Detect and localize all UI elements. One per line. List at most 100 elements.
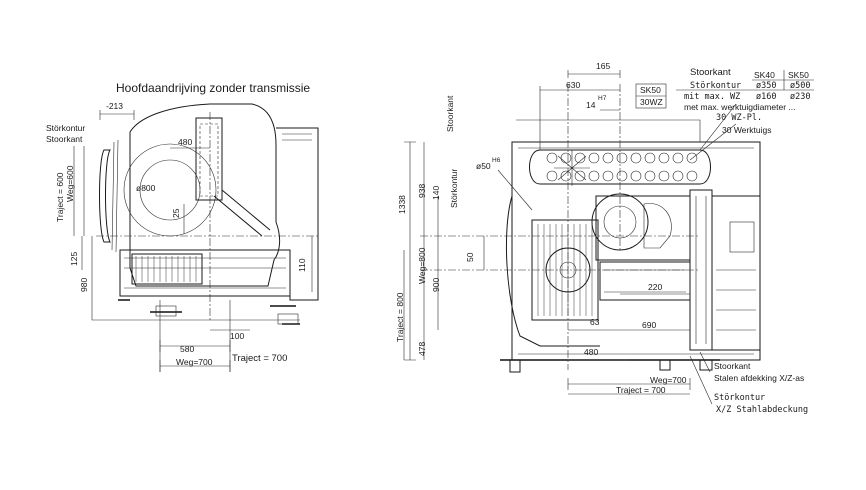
left-turret-hatch [135,256,197,282]
left-dim-980 [91,236,300,321]
left-rear-frame-inner [282,133,312,141]
left-foot-box-2 [277,313,299,325]
left-dim-100-label: 100 [230,331,245,341]
right-bottom-stahl: X/Z Stahlabdeckung [716,405,809,415]
right-carriage [599,261,691,301]
right-spec-row1-sk50: ø500 [790,81,811,91]
right-spec-row3: met max. werktuigdiameter ... [684,102,796,112]
right-spec-row2-sk50: ø230 [790,92,811,102]
right-dim-478-label: 478 [417,341,427,356]
right-dim-weg700 [567,378,691,390]
left-enclosure-outline [129,103,281,287]
right-sk50-box-text-1: SK50 [640,85,661,95]
right-tool-magazine [529,149,711,185]
right-dim-165 [567,70,621,78]
right-stoorkant-top: Stoorkant [690,67,731,78]
left-spindle-circle-inner [139,159,201,221]
right-spec-header-sk40: SK40 [754,70,775,80]
left-diagonal-brace [213,189,271,237]
left-spindle-head [195,117,223,201]
right-machine-view [403,70,814,405]
left-dim-213-label: -213 [106,101,124,111]
left-turret-block [131,253,203,285]
right-bottom-stoorkant: Stoorkant [714,361,751,371]
right-cabinet [712,195,761,351]
right-main-frame-inner [518,147,754,355]
right-spec-row5: 30 Werktuigs [722,125,772,135]
left-weg700-label: Weg=700 [176,357,213,367]
left-dim-800-label: ø800 [136,183,156,193]
right-feet [509,360,713,373]
right-dim-630-label: 630 [566,80,581,90]
left-bed-rails [124,257,286,289]
right-dim-1338 [404,141,416,361]
left-stoerkontur-label: Störkontur [46,123,86,133]
right-stoorkant-vertical: Stoorkant [445,95,455,132]
left-foot-box-1 [155,305,177,317]
right-cabinet-slats [716,269,756,331]
right-leader-bottom [689,351,713,405]
left-dim-480-label: 480 [178,137,193,147]
right-dim-63-label: 63 [590,317,600,327]
left-weg600-label: Weg=600 [65,165,75,202]
left-dim-580 [159,340,231,352]
right-h6-label: H6 [492,157,501,164]
left-dim-125-label: 125 [69,251,79,266]
right-bottom-stoerkontur: Störkontur [714,393,766,403]
left-traject700-label: Traject = 700 [232,353,288,364]
right-dim-14-label: 14 [586,100,596,110]
right-star-wheel [554,150,590,186]
right-dim-900-label: 900 [431,277,441,292]
left-feet [118,299,300,325]
right-dim-50-label: 50 [465,252,475,262]
right-weg800-label: Weg=800 [417,247,427,284]
right-leader-ø50 [497,169,533,211]
right-h7-label: H7 [598,95,607,102]
left-spindle-head-hidden [199,123,219,197]
right-weg700-label: Weg=700 [650,375,687,385]
right-stoerkontur-vertical: Störkontur [449,168,459,208]
left-dim-ext [159,300,231,372]
left-stoorkant-label: Stoorkant [46,134,83,144]
right-traject700-label: Traject = 700 [616,385,666,395]
right-spec-row4: 30 WZ-Pl. [716,113,763,123]
right-dim-140-label: 140 [431,185,441,200]
right-dim-630 [539,86,620,150]
left-bed [119,249,291,297]
left-machine-view [73,103,319,372]
right-spec-header-sk50: SK50 [788,70,809,80]
left-dim-213 [99,110,135,120]
right-dim-165-label: 165 [596,61,611,71]
right-spec-row2-label: mit max. WZ [684,92,741,102]
right-dim-690-label: 690 [642,320,657,330]
right-tool-pockets [546,152,698,182]
right-spec-row1-sk40: ø350 [756,81,777,91]
right-cabinet-window [729,221,755,253]
right-spec-row1-label: Störkontur [690,81,742,91]
left-front-guard-2 [111,139,119,253]
right-dim-938-label: 938 [417,183,427,198]
right-bottom-cover: Stalen afdekking X/Z-as [714,373,805,383]
left-dim-980-label: 980 [79,277,89,292]
right-spec-table-lines [676,70,814,91]
left-dim-600 [73,146,85,236]
right-leader-spec [689,103,737,161]
right-dim-220-label: 220 [648,282,663,292]
left-front-guard [99,149,111,243]
right-dim-480-label: 480 [584,347,599,357]
right-sk50-box-text-2: 30WZ [640,97,663,107]
right-ø50-label: ø50 [476,161,491,171]
left-dim-580-label: 580 [180,344,195,354]
left-title: Hoofdaandrijving zonder transmissie [116,81,311,95]
right-dim-1338-label: 1338 [397,195,407,214]
left-dim-25-label: 25 [171,208,181,218]
right-traject800-label: Traject = 800 [395,292,405,342]
left-traject600-label: Traject = 600 [55,172,65,222]
right-dim-ext-top [516,119,701,142]
right-front-guard [505,195,600,347]
right-spec-row2-sk40: ø160 [756,92,777,102]
right-carriage-rails [604,269,686,293]
left-dim-110-label: 110 [297,258,307,272]
